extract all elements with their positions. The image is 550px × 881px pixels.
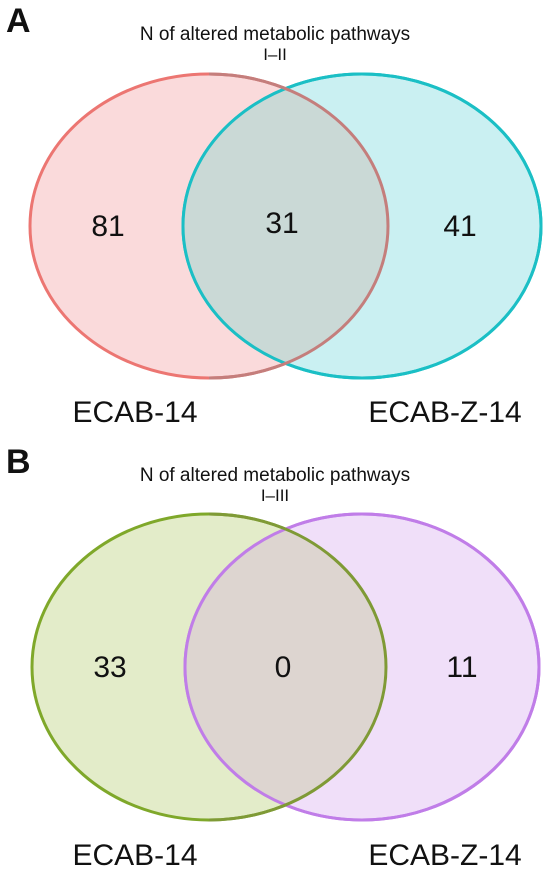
intersection-outline	[208, 72, 390, 380]
set-label-right: ECAB-Z-14	[368, 839, 521, 872]
count-left-only: 81	[91, 210, 124, 243]
intersection-region	[183, 74, 388, 378]
count-right-only: 11	[446, 651, 477, 684]
set-outline-right	[183, 512, 541, 822]
diagram-title: N of altered metabolic pathways	[139, 24, 411, 45]
intersection-outline	[208, 512, 388, 822]
venn-panel-a: 81 31 41 ECAB-14 ECAB-Z-14 A N of altere…	[0, 0, 550, 440]
venn-diagram-b: 33 0 11 ECAB-14 ECAB-Z-14	[30, 512, 541, 872]
count-right-only: 41	[443, 210, 476, 243]
set-label-left: ECAB-14	[72, 396, 197, 429]
intersection-region	[185, 514, 386, 820]
panel-letter: A	[6, 2, 31, 40]
count-left-only: 33	[93, 651, 126, 684]
count-intersection: 0	[275, 651, 292, 684]
venn-panel-b: 33 0 11 ECAB-14 ECAB-Z-14 B N of altered…	[0, 441, 550, 881]
diagram-subtitle: I–II	[263, 45, 287, 64]
count-intersection: 31	[265, 207, 298, 240]
diagram-title: N of altered metabolic pathways	[139, 465, 411, 486]
venn-diagram-a: 81 31 41 ECAB-14 ECAB-Z-14	[28, 72, 543, 429]
panel-letter: B	[6, 443, 31, 481]
diagram-subtitle: I–III	[260, 486, 290, 505]
set-label-left: ECAB-14	[72, 839, 197, 872]
set-outline-right	[181, 72, 543, 380]
set-label-right: ECAB-Z-14	[368, 396, 521, 429]
